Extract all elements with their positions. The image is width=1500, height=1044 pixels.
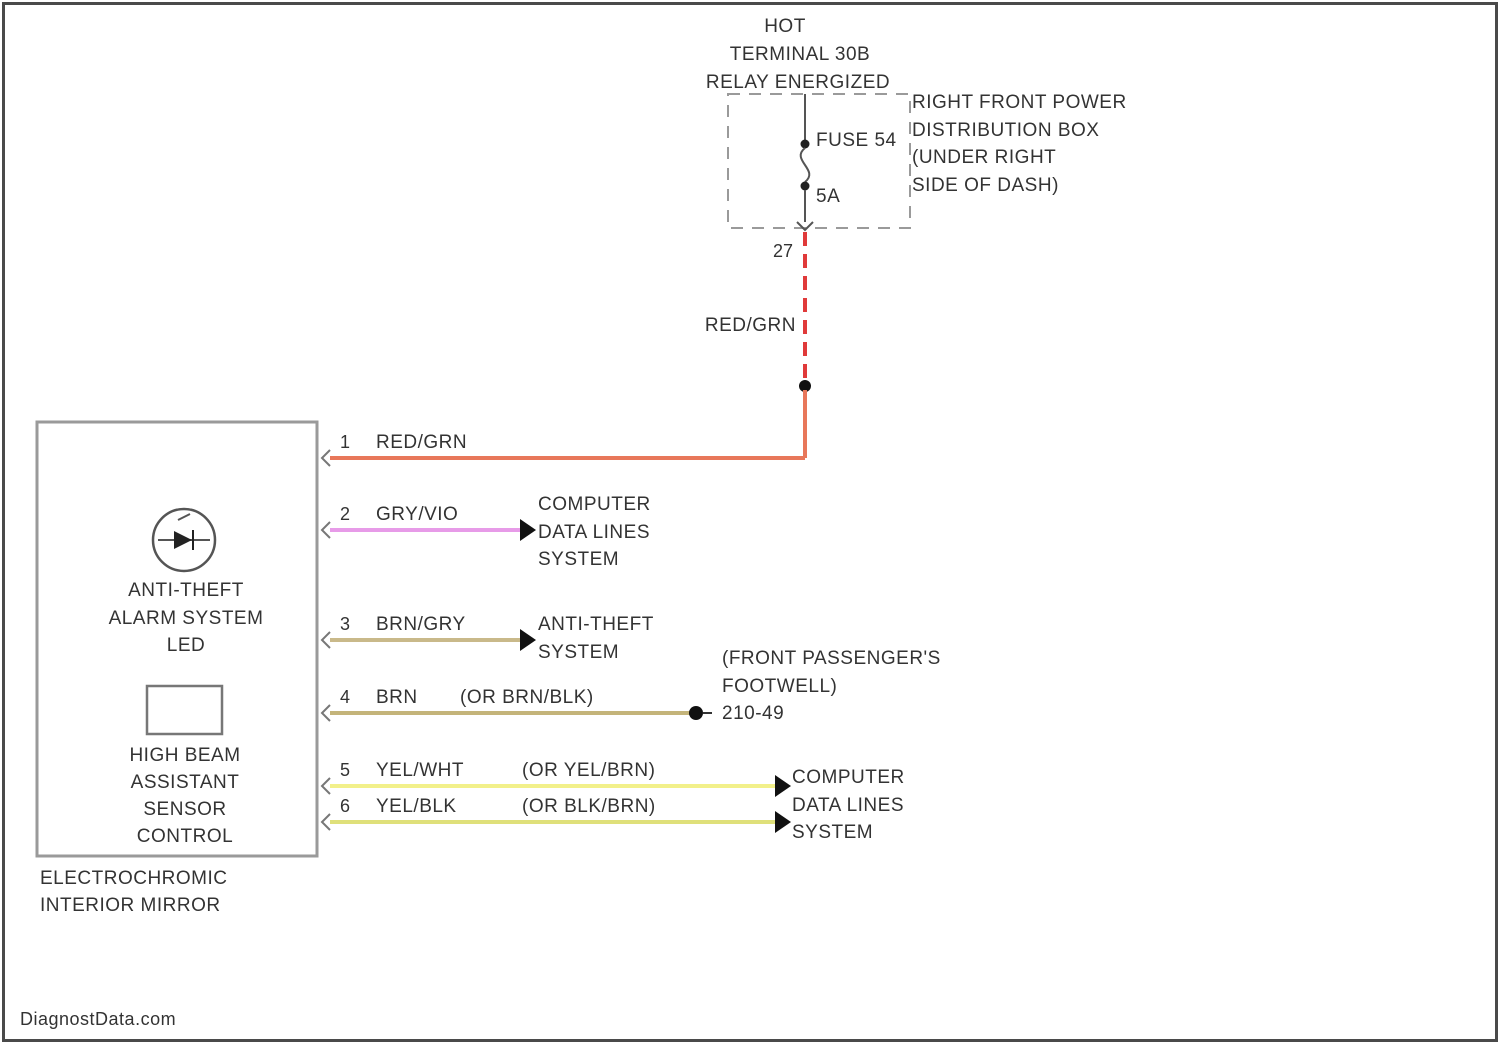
pin1-number: 1	[340, 432, 350, 452]
pin3-wire-color: BRN/GRY	[376, 614, 466, 635]
pin4-location-line1: (FRONT PASSENGER'S	[722, 648, 941, 669]
pin5-wire-color: YEL/WHT	[376, 760, 464, 781]
sensor-label-line3: SENSOR	[143, 799, 226, 820]
pin3-connector-icon	[322, 632, 330, 648]
pin2-wire-color: GRY/VIO	[376, 504, 458, 525]
led-label-line3: LED	[167, 635, 205, 656]
power-distribution-box-outline	[728, 94, 910, 228]
fuse-top-terminal	[801, 140, 810, 149]
led-label-line2: ALARM SYSTEM	[109, 608, 264, 629]
pin5-number: 5	[340, 760, 350, 780]
riser-wire-color: RED/GRN	[705, 315, 796, 336]
pin3-arrow-icon	[520, 629, 536, 651]
pin1-wire-color: RED/GRN	[376, 432, 467, 453]
pin6-connector-icon	[322, 814, 330, 830]
pin4-ground-icon	[689, 706, 703, 720]
box-label-line4: SIDE OF DASH)	[912, 175, 1059, 196]
component-name-line1: ELECTROCHROMIC	[40, 868, 228, 889]
sensor-label-line4: CONTROL	[137, 826, 233, 847]
pin3-destination-line2: SYSTEM	[538, 642, 619, 663]
pin4-number: 4	[340, 687, 350, 707]
led-diode-icon	[174, 531, 192, 549]
box-terminal-number: 27	[773, 241, 793, 261]
relay-label: RELAY ENERGIZED	[706, 72, 890, 93]
pin4-location-line2: FOOTWELL)	[722, 676, 837, 697]
pin3-destination-line1: ANTI-THEFT	[538, 614, 654, 635]
pin2-number: 2	[340, 504, 350, 524]
pin4-connector-icon	[322, 705, 330, 721]
sensor-label-line1: HIGH BEAM	[129, 745, 240, 766]
box-label-line2: DISTRIBUTION BOX	[912, 120, 1099, 141]
watermark: DiagnostData.com	[20, 1009, 176, 1029]
box-label-line3: (UNDER RIGHT	[912, 147, 1056, 168]
led-label-line1: ANTI-THEFT	[128, 580, 244, 601]
pin5-connector-icon	[322, 778, 330, 794]
fuse-bottom-terminal	[801, 182, 810, 191]
led-emission-icon	[178, 514, 190, 520]
pin1-connector-icon	[322, 450, 330, 466]
component-name-line2: INTERIOR MIRROR	[40, 895, 221, 916]
pin5-arrow-icon	[775, 775, 791, 797]
pin4-ground-label: 210-49	[722, 703, 784, 724]
pin2-destination-line3: SYSTEM	[538, 549, 619, 570]
terminal-label: TERMINAL 30B	[730, 44, 870, 65]
box-label-line1: RIGHT FRONT POWER	[912, 92, 1127, 113]
pin56-destination-line2: DATA LINES	[792, 795, 904, 816]
pin3-number: 3	[340, 614, 350, 634]
pin56-destination-line3: SYSTEM	[792, 822, 873, 843]
pin6-number: 6	[340, 796, 350, 816]
pin2-connector-icon	[322, 522, 330, 538]
pin6-wire-alt-color: (OR BLK/BRN)	[522, 796, 656, 817]
hot-label: HOT	[764, 16, 806, 37]
pin4-wire-color: BRN	[376, 687, 418, 708]
sensor-icon	[147, 686, 222, 734]
pin5-wire-alt-color: (OR YEL/BRN)	[522, 760, 655, 781]
fuse-label: FUSE 54	[816, 130, 897, 151]
pin2-arrow-icon	[520, 519, 536, 541]
pin56-destination-line1: COMPUTER	[792, 767, 905, 788]
fuse-icon	[801, 148, 810, 182]
pin2-destination-line2: DATA LINES	[538, 522, 650, 543]
sensor-label-line2: ASSISTANT	[131, 772, 240, 793]
pin6-arrow-icon	[775, 811, 791, 833]
pin6-wire-color: YEL/BLK	[376, 796, 457, 817]
fuse-rating: 5A	[816, 186, 840, 207]
pin4-wire-alt-color: (OR BRN/BLK)	[460, 687, 594, 708]
pin2-destination-line1: COMPUTER	[538, 494, 651, 515]
